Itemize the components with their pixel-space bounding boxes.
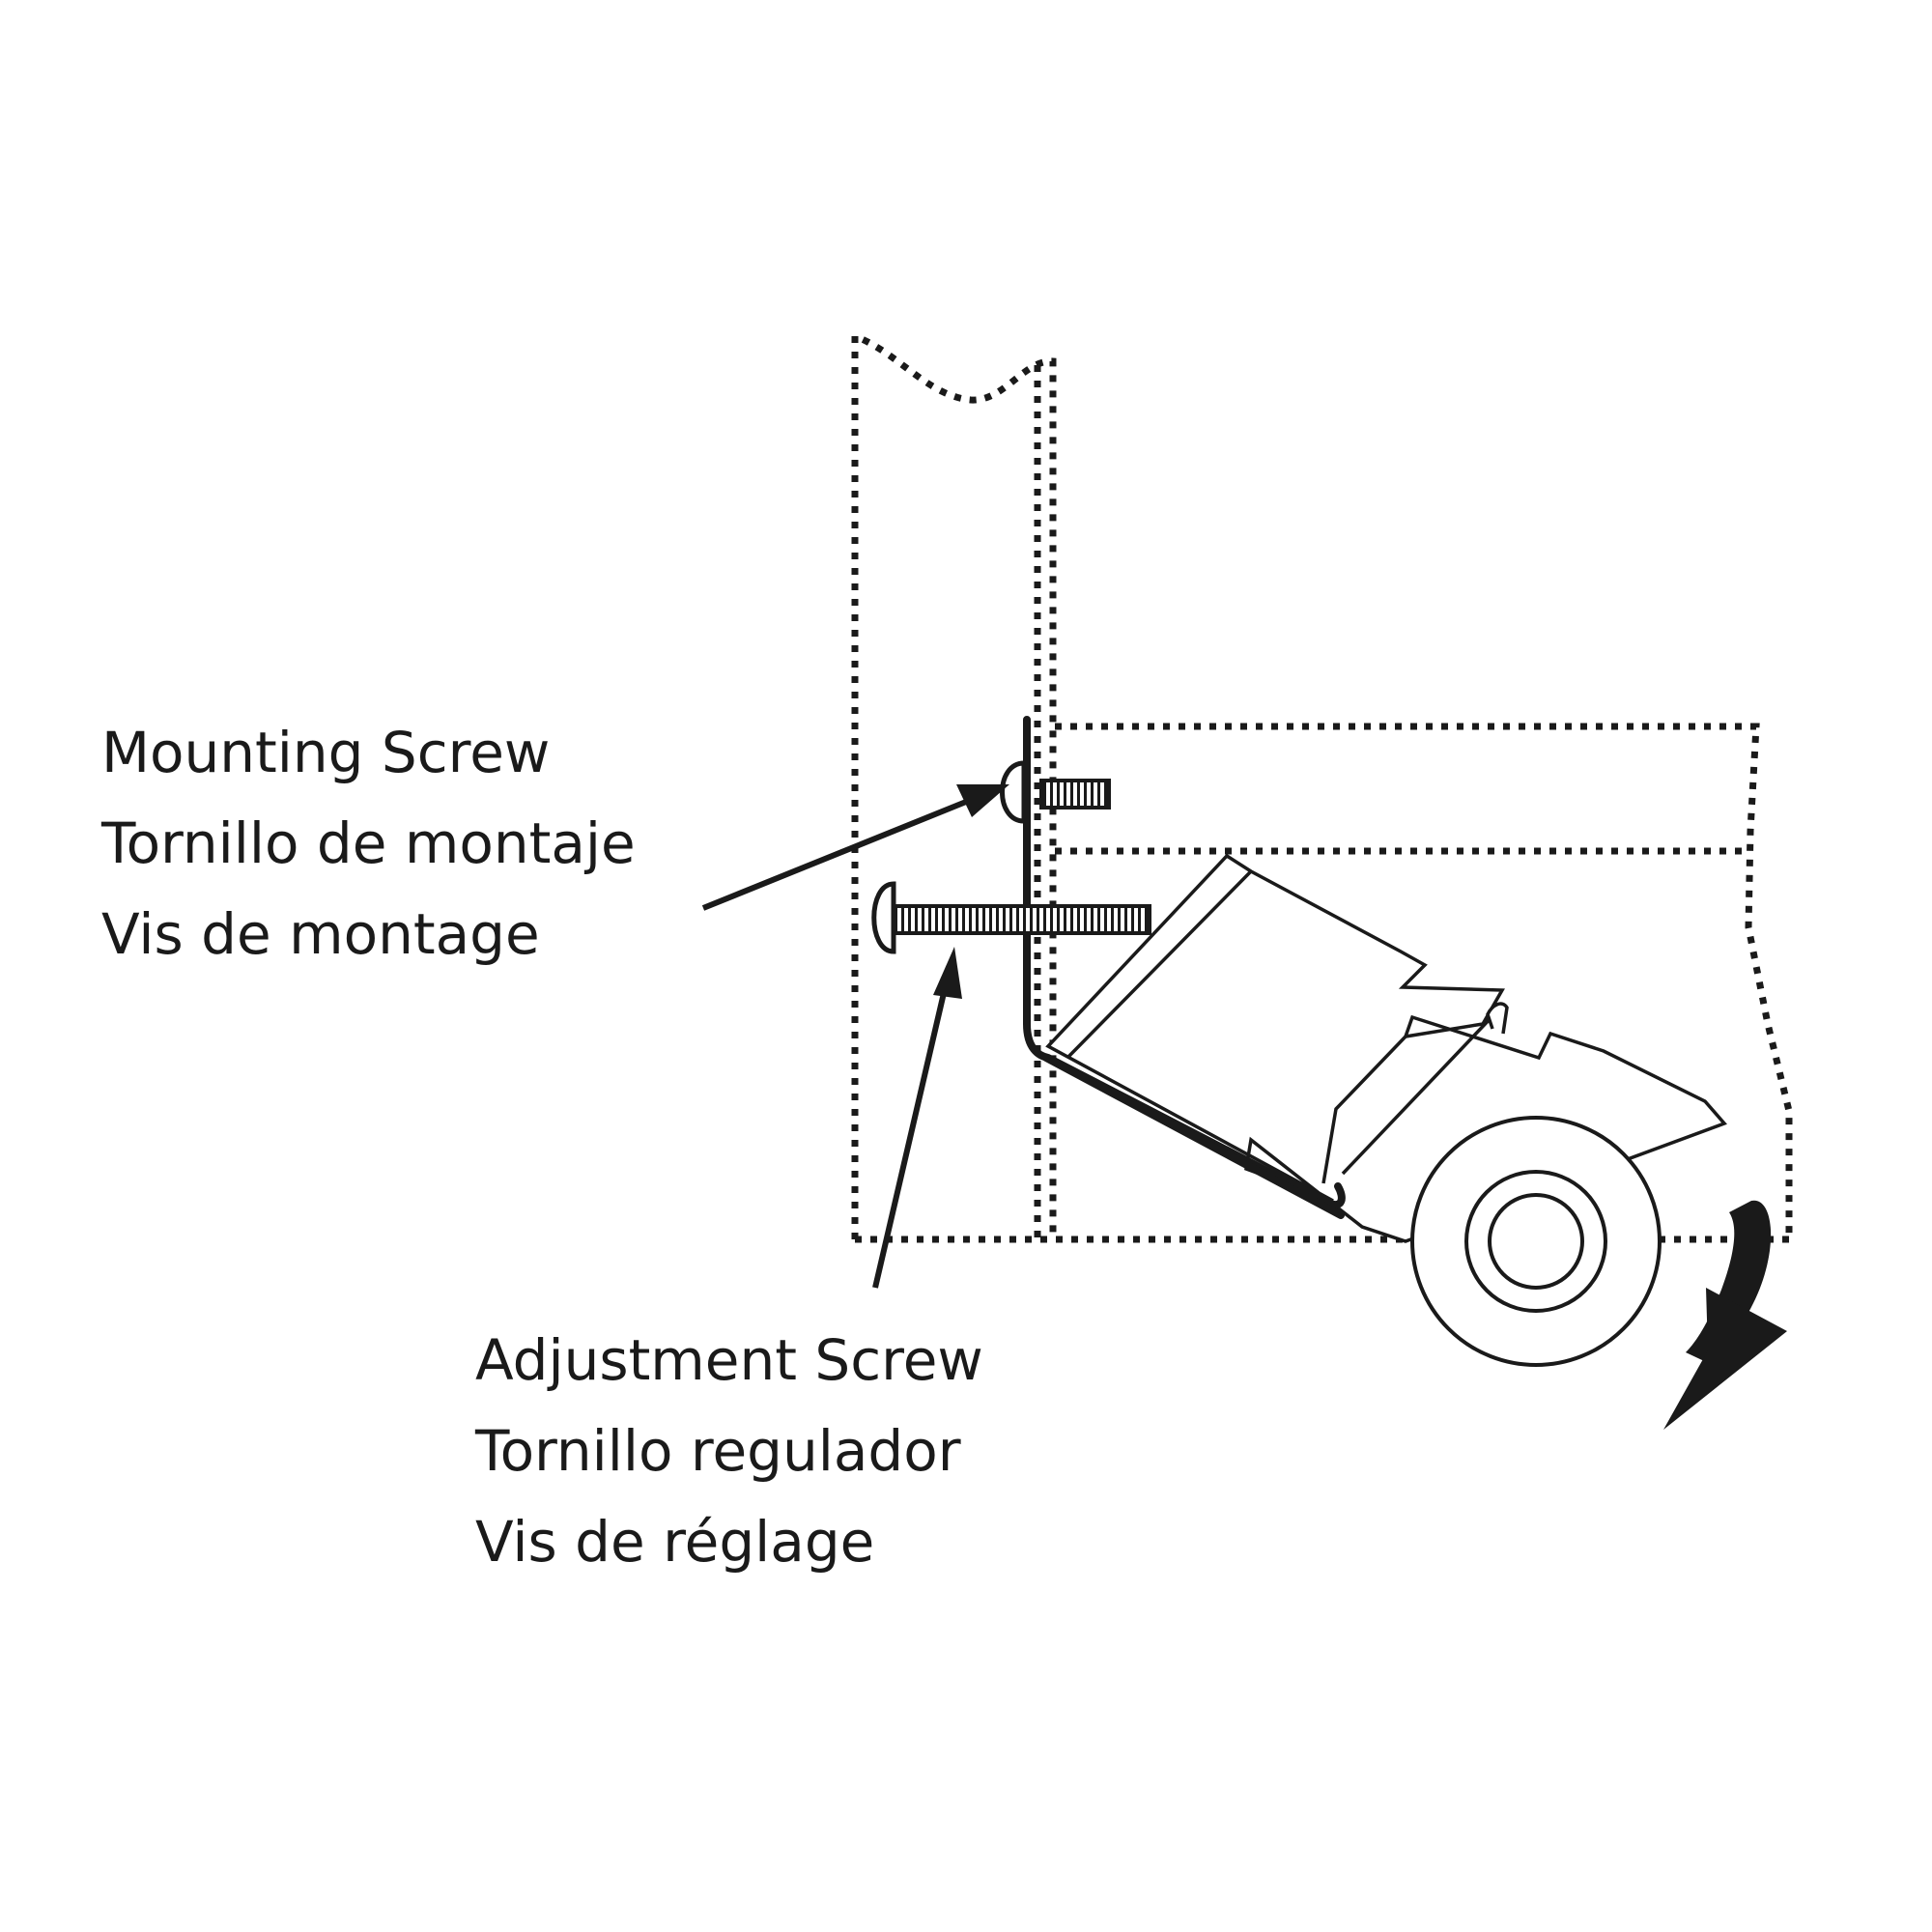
hinge-cup-wheel (1410, 1116, 1662, 1367)
mounting-screw-label-en: Mounting Screw (101, 720, 550, 785)
mounting-screw-label-fr: Vis de montage (101, 901, 540, 967)
curved-direction-arrow-icon (1663, 1200, 1787, 1430)
mounting-screw-leader-arrow (701, 784, 1009, 911)
cabinet-side-panel (851, 330, 1057, 1239)
adjustment-screw-label-en: Adjustment Screw (475, 1327, 983, 1393)
adjustment-screw (871, 881, 1151, 954)
adjustment-screw-label: Adjustment Screw Tornillo regulador Vis … (474, 1327, 983, 1575)
adjustment-screw-leader-arrow (872, 947, 962, 1289)
mounting-plate (1023, 716, 1509, 1219)
mounting-screw (1000, 760, 1111, 824)
adjustment-screw-label-es: Tornillo regulador (474, 1418, 961, 1484)
adjustment-screw-label-fr: Vis de réglage (475, 1509, 874, 1575)
mounting-screw-label-es: Tornillo de montaje (100, 810, 636, 876)
mounting-screw-label: Mounting Screw Tornillo de montaje Vis d… (100, 720, 636, 967)
